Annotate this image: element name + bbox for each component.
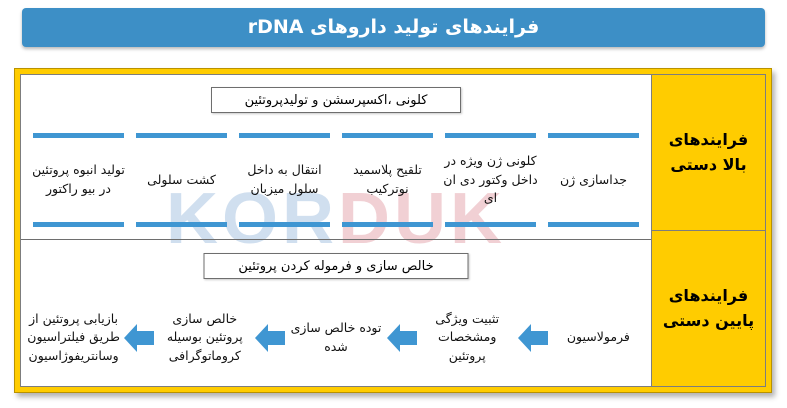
downstream-arrow-2: [253, 321, 287, 355]
upstream-step-label: انتقال به داخل سلول میزبان: [247, 162, 322, 196]
upstream-step-1: جداسازی ژن: [542, 130, 645, 230]
downstream-step-label: توده خالص سازی شده: [290, 320, 382, 354]
divider-bar-top: [239, 133, 330, 138]
downstream-panel: خالص سازی و فرموله کردن پروتئین فرمولاسی…: [21, 240, 651, 386]
downstream-arrow-4: [516, 321, 550, 355]
divider-bar-bottom: [548, 222, 639, 227]
downstream-step-2: خالص سازی پروتئین بوسیله کروماتوگرافی: [156, 310, 253, 364]
upstream-step-5: کشت سلولی: [130, 130, 233, 230]
upstream-step-3: تلقیح پلاسمید نوترکیب: [336, 130, 439, 230]
sidebar-cell-downstream: فرایندهای پایین دستی: [652, 231, 765, 386]
divider-bar-bottom: [136, 222, 227, 227]
sidebar-label-downstream: فرایندهای پایین دستی: [662, 285, 755, 330]
upstream-step-label: تلقیح پلاسمید نوترکیب: [353, 162, 422, 196]
arrow-left-icon: [386, 323, 417, 352]
divider-bar-top: [548, 133, 639, 138]
divider-bar-top: [342, 133, 433, 138]
downstream-step-5: فرمولاسیون: [550, 328, 647, 346]
sidebar-label-upstream: فرایندهای بالا دستی: [668, 129, 749, 174]
divider-bar-top: [33, 133, 124, 138]
upstream-step-2: کلونی ژن ویژه در داخل وکتور دی ان ای: [439, 130, 542, 230]
upstream-steps: جداسازی ژن کلونی ژن ویژه در داخل وکتور د…: [27, 130, 645, 230]
downstream-arrow-3: [385, 321, 419, 355]
process-category-sidebar: فرایندهای بالا دستی فرایندهای پایین دستی: [651, 74, 766, 387]
upstream-step-6: تولید انبوه پروتئین در بیو راکتور: [27, 130, 130, 230]
divider-bar-bottom: [33, 222, 124, 227]
upstream-step-label: کشت سلولی: [147, 171, 216, 187]
downstream-step-label: تثبیت ویژگی ومشخصات پروتئین: [435, 311, 500, 363]
divider-bar-bottom: [342, 222, 433, 227]
arrow-left-icon: [124, 323, 155, 352]
downstream-caption: خالص سازی و فرموله کردن پروتئین: [238, 258, 434, 274]
arrow-left-icon: [517, 323, 548, 352]
diagram-frame-inner: فرایندهای بالا دستی فرایندهای پایین دستی…: [20, 74, 766, 387]
upstream-panel: کلونی ،اکسپرسشن و تولیدپروتئین جداسازی ژ…: [21, 75, 651, 240]
divider-bar-bottom: [445, 222, 536, 227]
upstream-step-label: تولید انبوه پروتئین در بیو راکتور: [32, 162, 125, 196]
upstream-caption: کلونی ،اکسپرسشن و تولیدپروتئین: [244, 92, 428, 108]
diagram-frame: فرایندهای بالا دستی فرایندهای پایین دستی…: [14, 68, 772, 393]
downstream-arrow-1: [122, 321, 156, 355]
downstream-step-label: فرمولاسیون: [566, 329, 630, 345]
diagram-content: KORDUK کلونی ،اکسپرسشن و تولیدپروتئین جد…: [20, 74, 651, 387]
downstream-caption-box: خالص سازی و فرموله کردن پروتئین: [203, 253, 469, 279]
divider-bar-bottom: [239, 222, 330, 227]
sidebar-cell-upstream: فرایندهای بالا دستی: [652, 75, 765, 231]
upstream-step-label: جداسازی ژن: [559, 171, 628, 187]
downstream-step-label: بازیابی پروتئین از طریق فیلتراسیون وسانت…: [27, 311, 120, 363]
page-title-bar: فرایندهای تولید داروهای rDNA: [22, 8, 765, 47]
downstream-steps: فرمولاسیون تثبیت ویژگی ومشخصات پروتئین: [25, 290, 647, 385]
downstream-step-1: بازیابی پروتئین از طریق فیلتراسیون وسانت…: [25, 310, 122, 364]
upstream-caption-box: کلونی ،اکسپرسشن و تولیدپروتئین: [211, 87, 461, 113]
upstream-step-4: انتقال به داخل سلول میزبان: [233, 130, 336, 230]
arrow-left-icon: [255, 323, 286, 352]
upstream-step-label: کلونی ژن ویژه در داخل وکتور دی ان ای: [443, 152, 538, 206]
downstream-step-label: خالص سازی پروتئین بوسیله کروماتوگرافی: [166, 311, 243, 363]
divider-bar-top: [445, 133, 536, 138]
page-title: فرایندهای تولید داروهای rDNA: [247, 16, 540, 38]
downstream-step-4: تثبیت ویژگی ومشخصات پروتئین: [419, 310, 516, 364]
divider-bar-top: [136, 133, 227, 138]
downstream-step-3: توده خالص سازی شده: [287, 319, 384, 355]
